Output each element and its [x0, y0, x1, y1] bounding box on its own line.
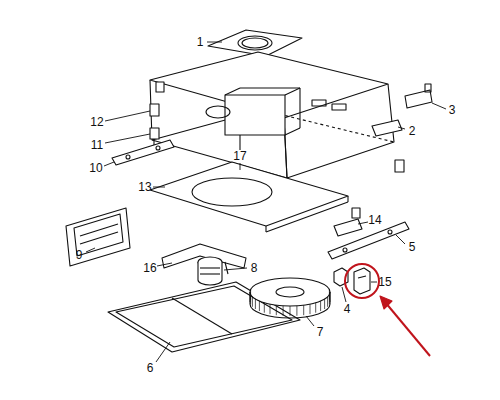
callout-number: 17: [232, 149, 247, 163]
callout-number: 7: [316, 325, 325, 339]
callout-number: 2: [408, 124, 417, 138]
callout-number: 1: [196, 35, 205, 49]
callout-number: 8: [250, 261, 259, 275]
callout-number: 12: [89, 115, 104, 129]
callout-number: 15: [377, 275, 392, 289]
callout-number: 11: [90, 138, 104, 152]
callout-number: 14: [367, 213, 382, 227]
callout-number: 4: [343, 302, 352, 316]
callout-number: 16: [142, 261, 157, 275]
callout-number: 3: [448, 103, 457, 117]
callout-number: 9: [75, 248, 84, 262]
callout-number: 6: [146, 361, 155, 375]
callout-number: 5: [408, 240, 417, 254]
callout-number: 10: [88, 161, 103, 175]
callout-number: 13: [137, 180, 152, 194]
